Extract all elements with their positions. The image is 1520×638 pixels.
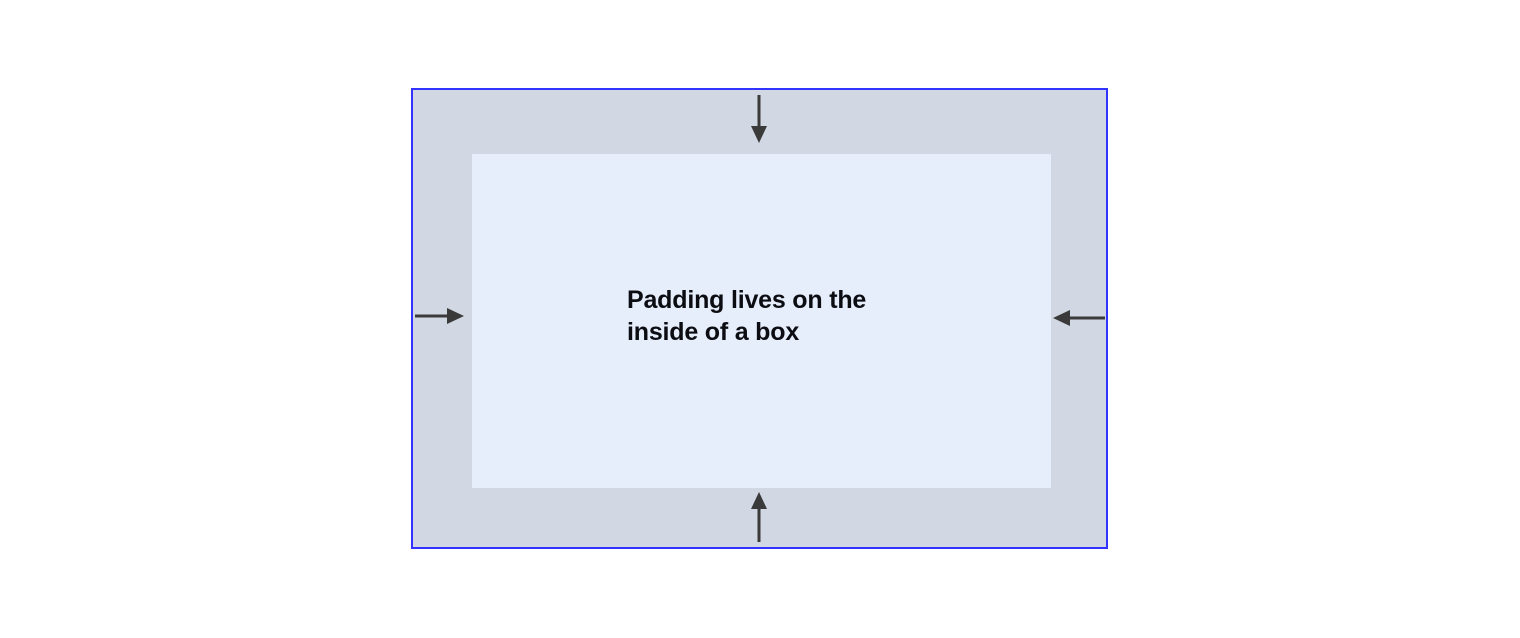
content-inner-box: Padding lives on the inside of a box [472,154,1051,488]
element-outer-box: Padding lives on the inside of a box [411,88,1108,549]
content-text-label: Padding lives on the inside of a box [627,286,867,346]
